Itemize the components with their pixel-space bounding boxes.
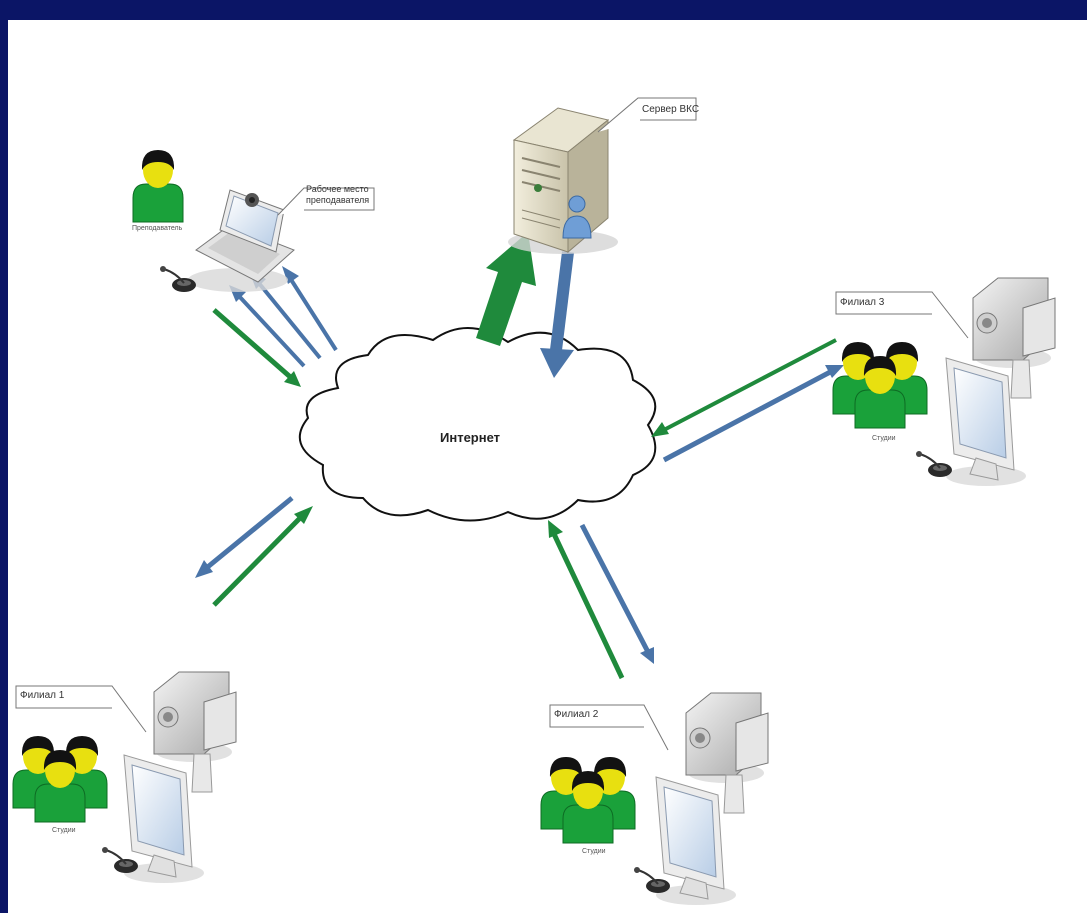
person-icon bbox=[132, 149, 184, 223]
arrows-branch1 bbox=[195, 496, 313, 607]
person-icon bbox=[833, 342, 927, 428]
laptop-icon bbox=[188, 189, 295, 292]
server-callout: Сервер ВКС bbox=[642, 104, 700, 115]
branch3-callout: Филиал 3 bbox=[840, 297, 885, 308]
branch2-callout: Филиал 2 bbox=[554, 709, 599, 720]
person-icon bbox=[541, 757, 635, 843]
branch2-caption: Студии bbox=[582, 848, 606, 855]
teacher-callout: Рабочее место преподавателя bbox=[306, 184, 370, 205]
teacher-caption: Преподаватель bbox=[132, 225, 183, 232]
cloud-icon bbox=[298, 327, 657, 522]
network-diagram bbox=[8, 97, 1056, 906]
cloud-label: Интернет bbox=[440, 430, 501, 445]
arrows-branch2 bbox=[548, 520, 654, 680]
branch1-caption: Студии bbox=[52, 827, 76, 834]
branch1-callout: Филиал 1 bbox=[20, 690, 65, 701]
branch3-caption: Студии bbox=[872, 435, 896, 442]
user-icon bbox=[562, 195, 592, 239]
arrows-branch3 bbox=[651, 338, 844, 463]
diagram-panel: Интернет Сервер ВКС Рабочее место препод… bbox=[8, 20, 1087, 913]
arrows-server bbox=[476, 232, 574, 378]
microphone-icon bbox=[915, 450, 953, 478]
person-icon bbox=[13, 736, 107, 822]
